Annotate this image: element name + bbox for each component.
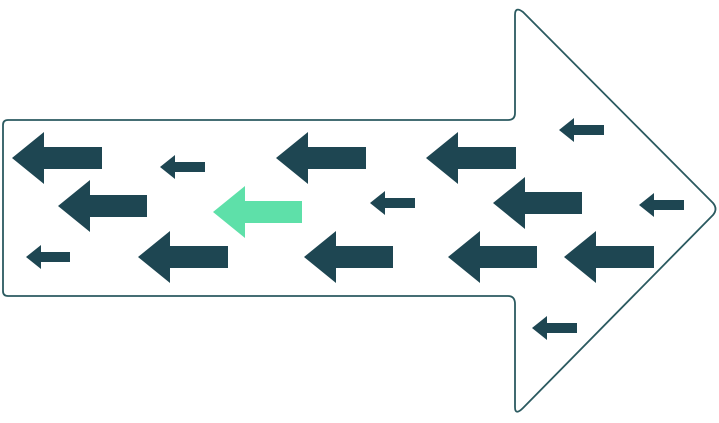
left-arrow — [138, 231, 228, 283]
left-arrow — [448, 231, 537, 283]
left-arrow — [12, 132, 102, 184]
left-arrow — [160, 155, 205, 179]
left-arrow — [304, 231, 393, 283]
left-arrow — [370, 191, 415, 215]
left-arrow — [639, 193, 684, 217]
left-arrow — [276, 132, 366, 184]
left-arrow — [493, 177, 582, 229]
left-arrow — [532, 316, 577, 340]
inner-arrows-group — [12, 118, 684, 340]
left-arrow — [426, 132, 516, 184]
left-arrow-highlighted — [213, 186, 302, 238]
left-arrow — [26, 245, 70, 269]
left-arrow — [559, 118, 604, 142]
left-arrow — [58, 180, 147, 232]
left-arrow — [564, 231, 654, 283]
big-right-arrow-outline — [2, 8, 717, 413]
